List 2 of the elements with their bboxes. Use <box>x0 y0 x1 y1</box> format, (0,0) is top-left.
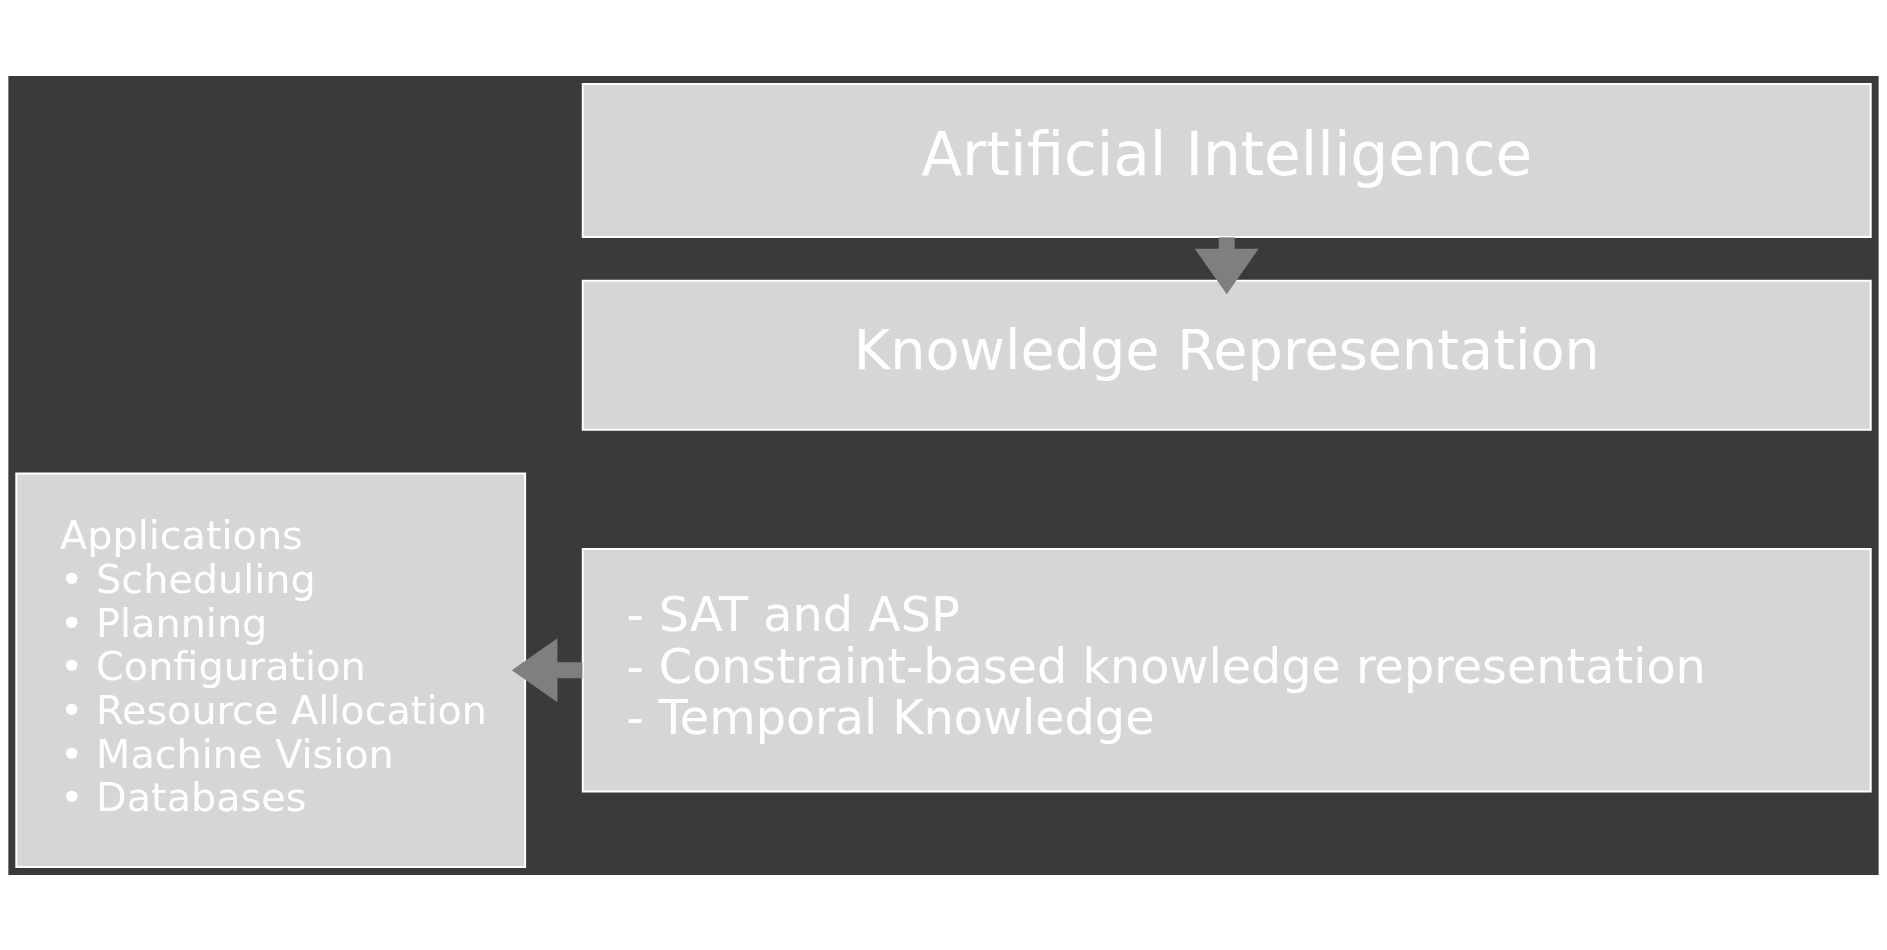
arrow <box>511 637 583 702</box>
arrow <box>1194 236 1259 294</box>
